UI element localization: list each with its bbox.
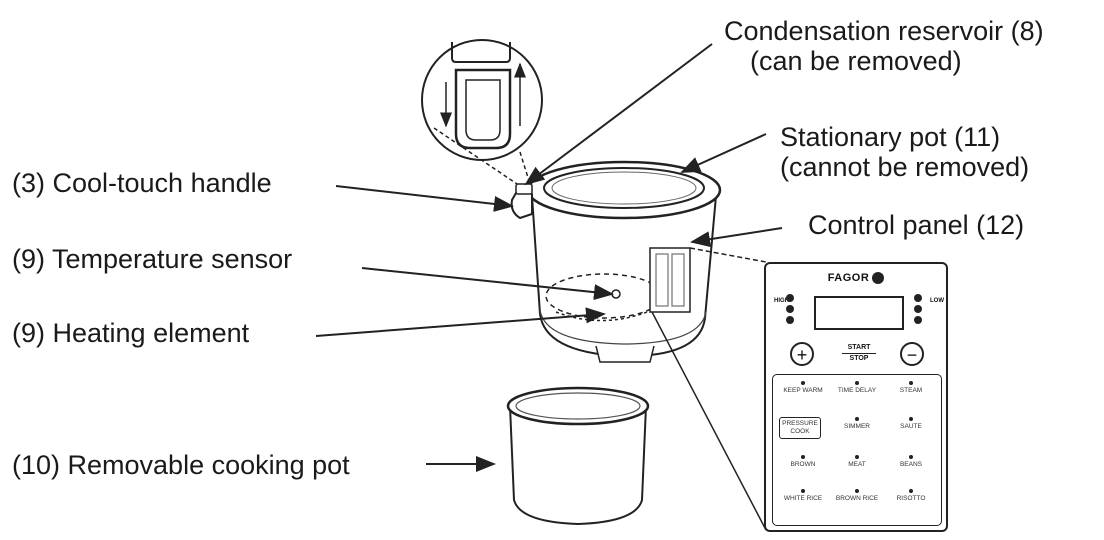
high-label: HIGH (774, 298, 789, 304)
brand-text: FAGOR (827, 272, 870, 284)
heating-element-label: (9) Heating element (12, 318, 250, 348)
stationary-label-line1: Stationary pot (11) (780, 122, 1001, 152)
brand-logo: FAGOR (766, 272, 946, 285)
high-indicator-lights (786, 294, 796, 327)
stationary-label-line2: (cannot be removed) (780, 152, 1030, 182)
white-rice-button[interactable]: WHITE RICE (777, 489, 829, 503)
lcd-display (814, 296, 904, 330)
saute-button[interactable]: SAUTE (885, 417, 937, 431)
removable-pot (506, 386, 650, 526)
reservoir-zoom (421, 39, 543, 161)
handle-label: (3) Cool-touch handle (12, 168, 272, 198)
pressure-cook-button[interactable]: PRESSURE COOK (779, 417, 821, 439)
stop-text: STOP (849, 355, 869, 362)
removable-pot-label: (10) Removable cooking pot (12, 450, 350, 480)
minus-button[interactable]: − (900, 342, 924, 366)
start-text: START (842, 343, 876, 354)
risotto-button[interactable]: RISOTTO (885, 489, 937, 503)
cooker-body (510, 160, 722, 363)
plus-button[interactable]: + (790, 342, 814, 366)
control-panel-label: Control panel (12) (808, 210, 1025, 240)
keep-warm-button[interactable]: KEEP WARM (777, 381, 829, 395)
time-delay-button[interactable]: TIME DELAY (831, 381, 883, 395)
beans-button[interactable]: BEANS (885, 455, 937, 469)
condensation-label-line1: Condensation reservoir (8) (724, 16, 1044, 46)
temperature-sensor-label: (9) Temperature sensor (12, 244, 293, 274)
brown-rice-button[interactable]: BROWN RICE (831, 489, 883, 503)
program-buttons-grid: KEEP WARM TIME DELAY STEAM PRESSURE COOK… (772, 374, 942, 526)
meat-button[interactable]: MEAT (831, 455, 883, 469)
low-indicator-lights (914, 294, 924, 327)
low-label: LOW (930, 298, 944, 304)
condensation-label-line2: (can be removed) (750, 46, 962, 76)
steam-button[interactable]: STEAM (885, 381, 937, 395)
brown-button[interactable]: BROWN (777, 455, 829, 469)
simmer-button[interactable]: SIMMER (831, 417, 883, 431)
fagor-logo-icon (872, 272, 885, 285)
